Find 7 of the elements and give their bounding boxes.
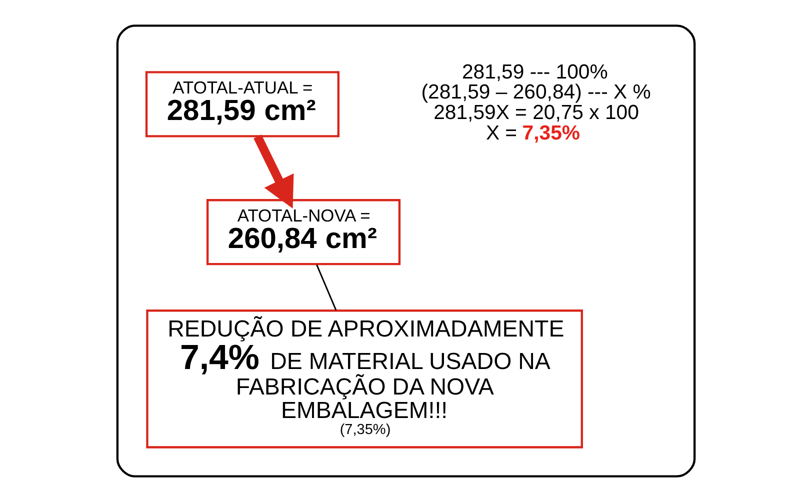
cluster bbox=[116, 24, 696, 478]
arrow bbox=[253, 134, 294, 209]
node-box: REDUÇÃO DE APROXIMADAMENTE 7,4% DE MATERIAL USADO NA FABRICAÇÃO DA NOVA EMBALAGEM!!! (7,35%) bbox=[146, 310, 582, 448]
connector bbox=[316, 264, 336, 311]
node-box: ATOTAL-NOVA = 260,84 cm² bbox=[206, 199, 400, 266]
node-box: ATOTAL-ATUAL = 281,59 cm² bbox=[144, 71, 339, 138]
node-text: 281,59 --- 100% (281,59 – 260,84) --- X % 281,59X = 20,75 x 100 X = 7,35% bbox=[420, 61, 650, 144]
